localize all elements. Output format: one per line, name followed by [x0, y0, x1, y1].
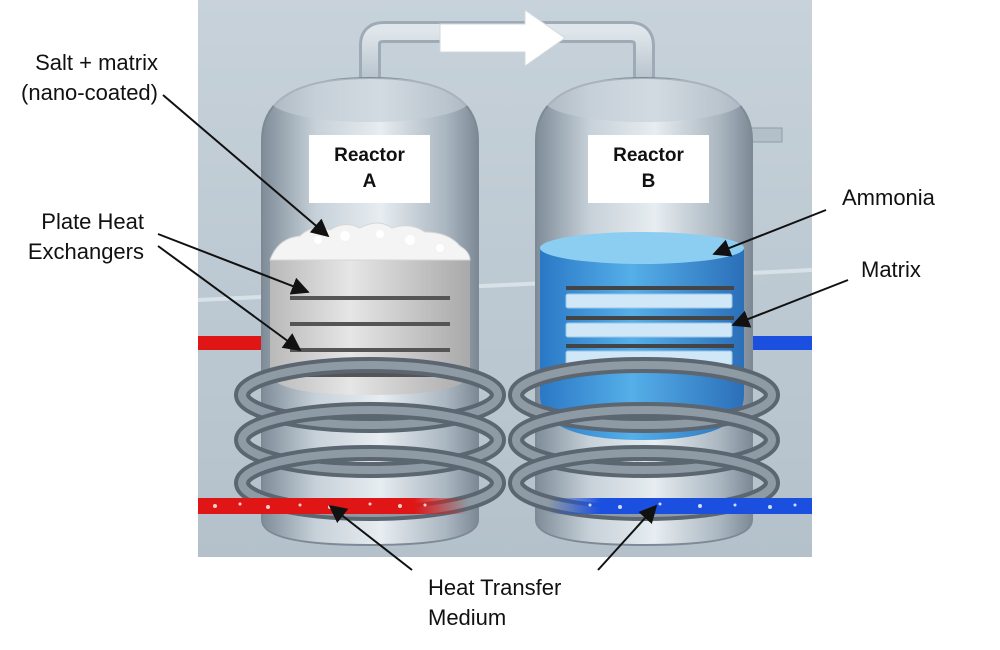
- hot-medium-pipe-upper: [198, 336, 268, 350]
- heat-transfer-label-line1: Heat Transfer: [428, 575, 562, 600]
- heat-transfer-medium-label: Heat Transfer Medium: [428, 573, 561, 633]
- plate-heat-label-line1: Plate Heat: [41, 209, 144, 234]
- reactor-b-label-line2: B: [641, 171, 656, 192]
- ammonia-label: Ammonia: [842, 183, 935, 213]
- plate-heat-exchangers: [290, 296, 450, 377]
- arrow-plate-heat-upper: [157, 233, 310, 295]
- arrow-matrix: [731, 279, 849, 328]
- matrix-label: Matrix: [861, 255, 921, 285]
- hot-medium-pipe-lower: [198, 498, 468, 514]
- cold-medium-pipe-upper: [752, 336, 812, 350]
- salt-matrix-label-line1: Salt + matrix: [35, 50, 158, 75]
- reactor-a-label: Reactor A: [309, 135, 430, 203]
- salt-matrix-label-line2: (nano-coated): [21, 80, 158, 105]
- leader-arrows: [157, 94, 849, 571]
- cold-medium-pipe-lower: [548, 498, 812, 514]
- arrow-heat-medium-right: [597, 504, 658, 571]
- ammonia-label-text: Ammonia: [842, 185, 935, 210]
- arrow-plate-heat-lower: [157, 245, 302, 352]
- salt-matrix-label: Salt + matrix (nano-coated): [21, 48, 158, 108]
- reactor-a-label-line1: Reactor: [334, 145, 405, 166]
- plate-heat-label-line2: Exchangers: [27, 239, 144, 264]
- matrix-plates: [565, 286, 734, 366]
- heat-transfer-label-line2: Medium: [428, 605, 507, 630]
- cold-medium-bubbles: [588, 502, 797, 509]
- reactor-b-label-line1: Reactor: [613, 145, 684, 166]
- arrow-heat-medium-left: [328, 504, 413, 571]
- plate-heat-exchangers-label: Plate Heat Exchangers: [28, 207, 144, 267]
- arrow-salt-matrix: [162, 94, 330, 238]
- arrow-ammonia: [712, 209, 827, 257]
- matrix-label-text: Matrix: [861, 257, 921, 282]
- reactor-b-label: Reactor B: [588, 135, 709, 203]
- flow-arrow-icon: [439, 9, 566, 67]
- reactor-a-label-line2: A: [362, 171, 377, 192]
